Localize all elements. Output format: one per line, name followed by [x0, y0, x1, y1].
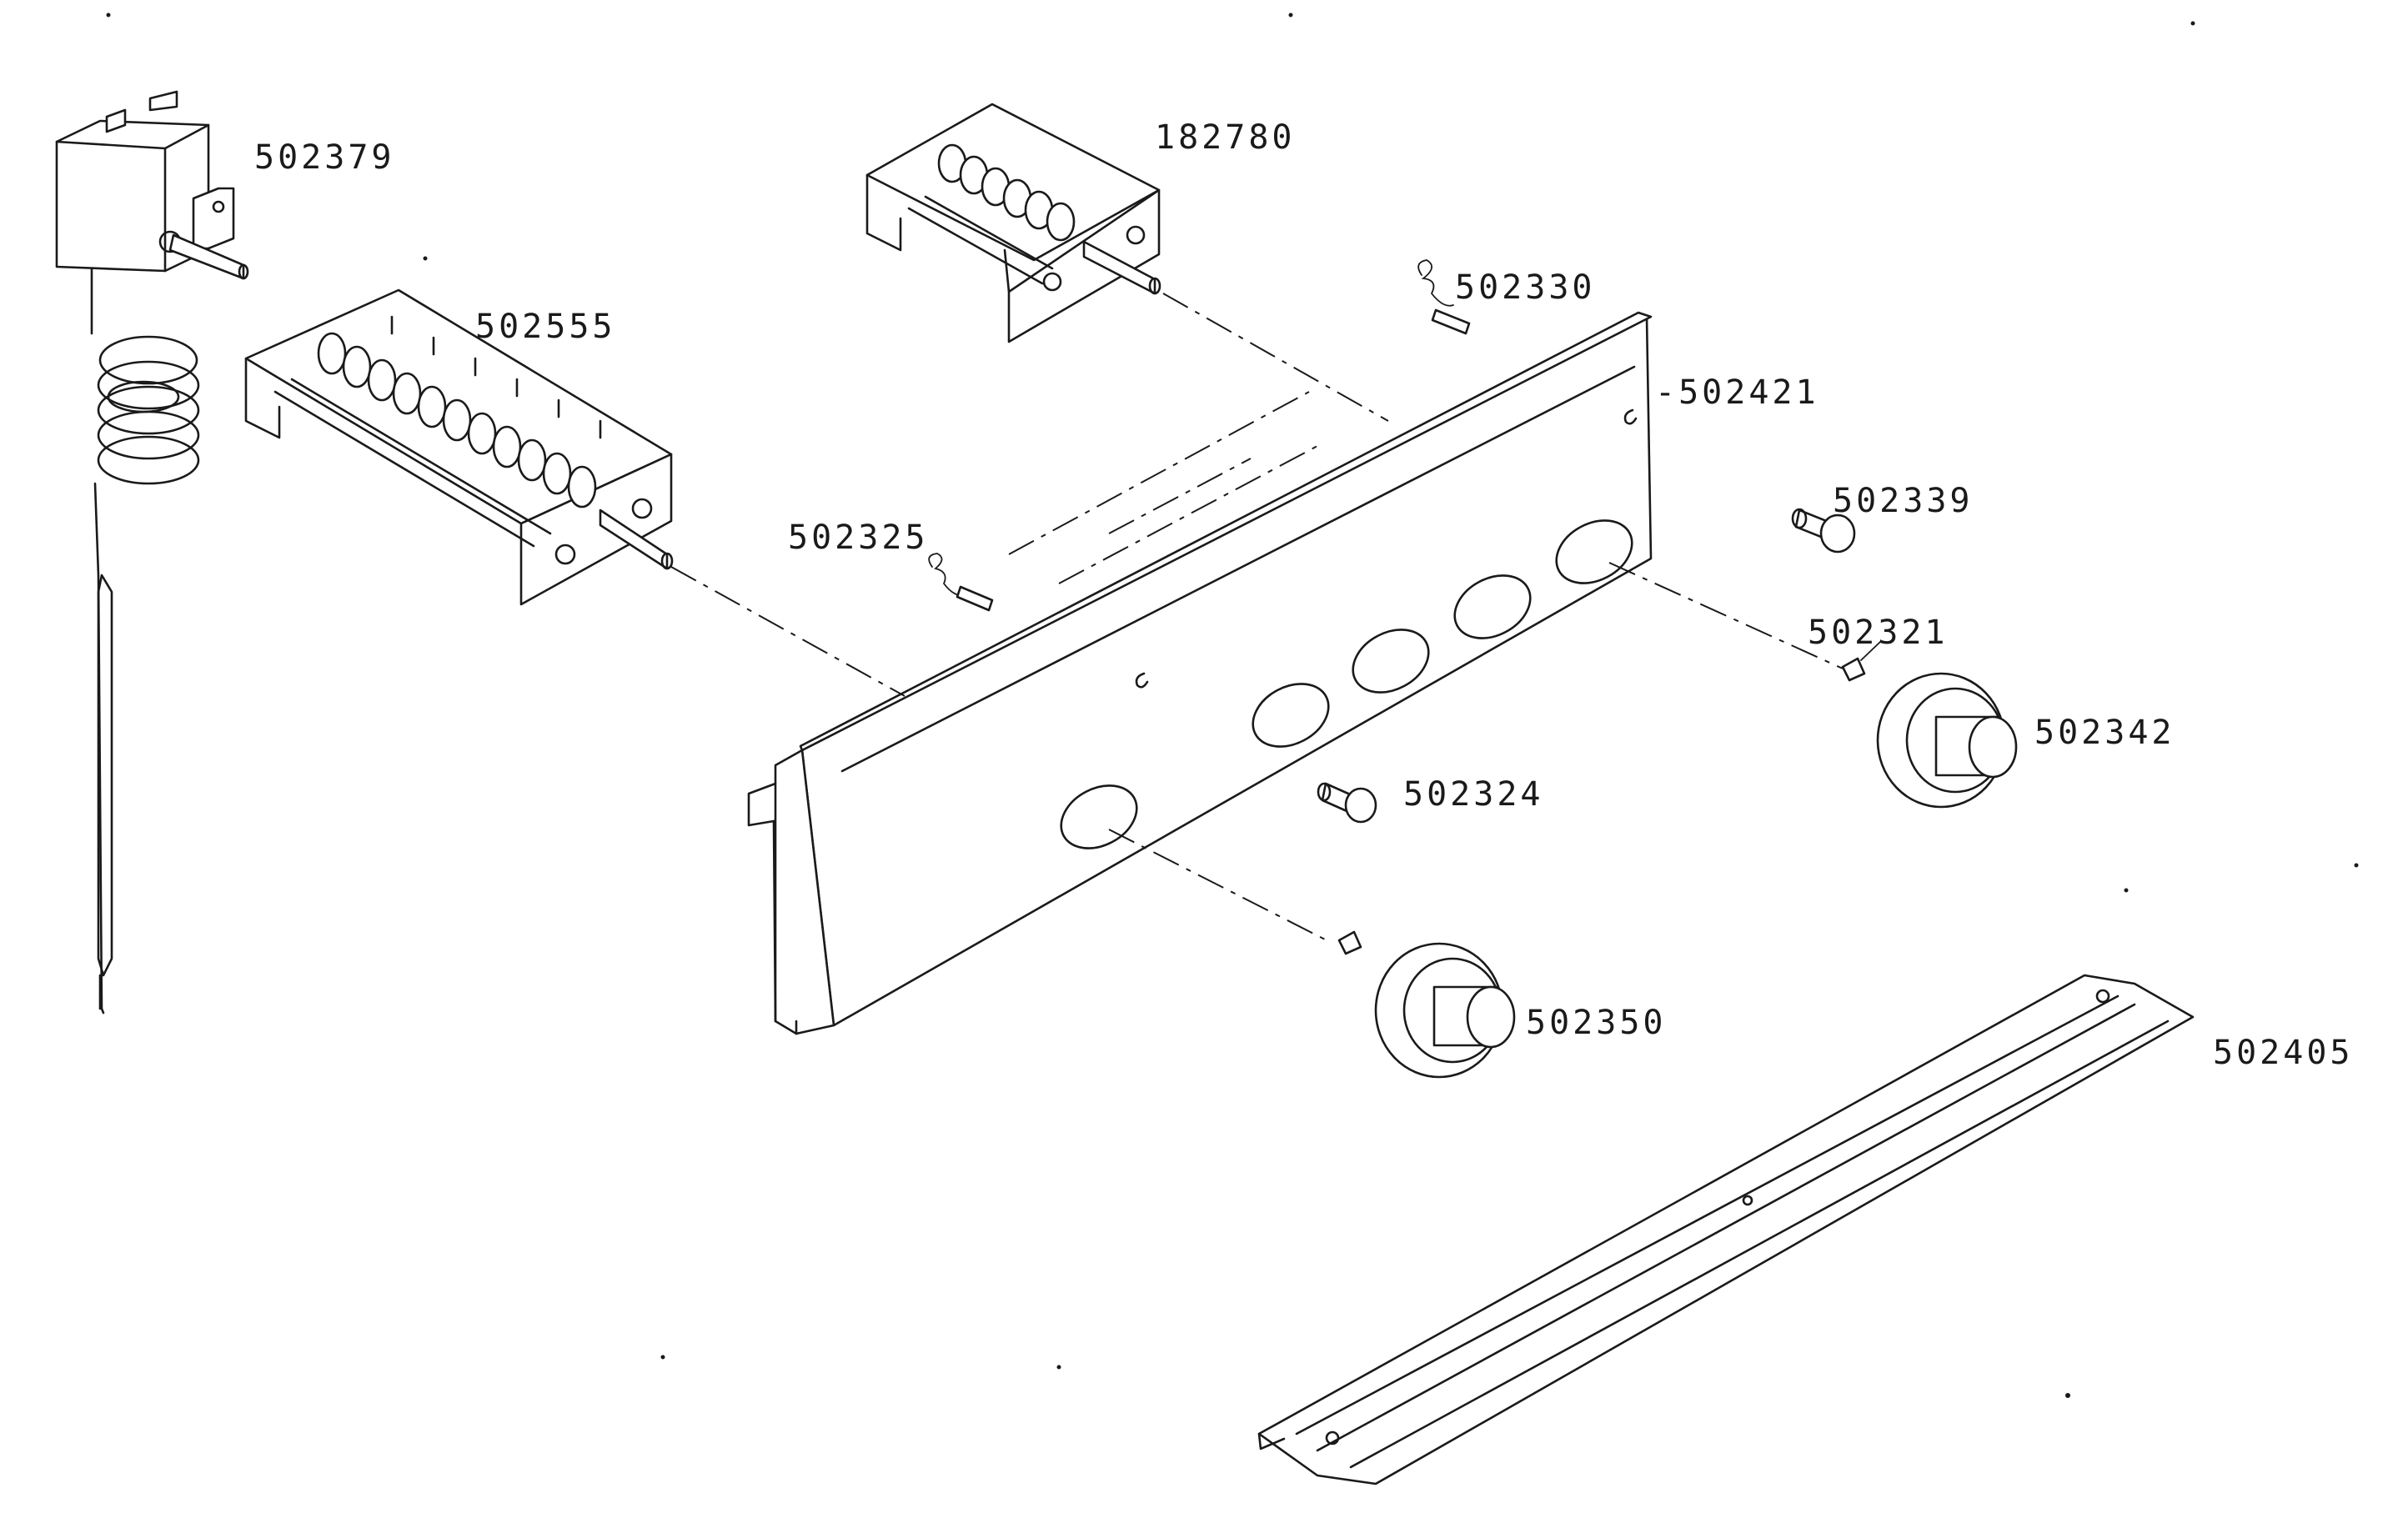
label-502350: 502350 [1526, 1004, 1667, 1042]
indicator-lens-center-part [1317, 782, 1377, 824]
label-502321: 502321 [1808, 614, 1949, 652]
mounting-rail-part [1257, 974, 2195, 1485]
control-knob-left-part [1337, 930, 1516, 1079]
label-502405: 502405 [2213, 1034, 2354, 1072]
selector-switch-small-part [865, 103, 1161, 343]
switch-rollers [317, 332, 597, 508]
thermostat-part [55, 90, 249, 1014]
lamp-wire-upper-part [1417, 259, 1471, 335]
label-502555: 502555 [475, 308, 616, 346]
label-502325: 502325 [788, 519, 929, 557]
label-502421: -502421 [1655, 373, 1819, 412]
control-panel-part [747, 311, 1653, 1035]
label-502379: 502379 [254, 138, 395, 177]
label-182780: 182780 [1155, 118, 1296, 157]
scan-specks [106, 13, 2359, 1398]
lamp-wire-left-part [928, 553, 994, 612]
panel-knob-openings [1060, 519, 1633, 849]
label-502324: 502324 [1403, 775, 1544, 814]
label-502339: 502339 [1833, 482, 1974, 520]
label-502330: 502330 [1455, 268, 1596, 307]
selector-switch-large-part [244, 288, 674, 606]
control-knob-right-part [1841, 657, 2018, 809]
indicator-lens-right-part [1791, 508, 1856, 554]
assembly-guide-lines [670, 293, 1881, 943]
label-502342: 502342 [2034, 714, 2175, 752]
switch-rollers [937, 143, 1076, 242]
part-number-labels: 502379 182780 502555 502330 -502421 5023… [254, 118, 2354, 1072]
